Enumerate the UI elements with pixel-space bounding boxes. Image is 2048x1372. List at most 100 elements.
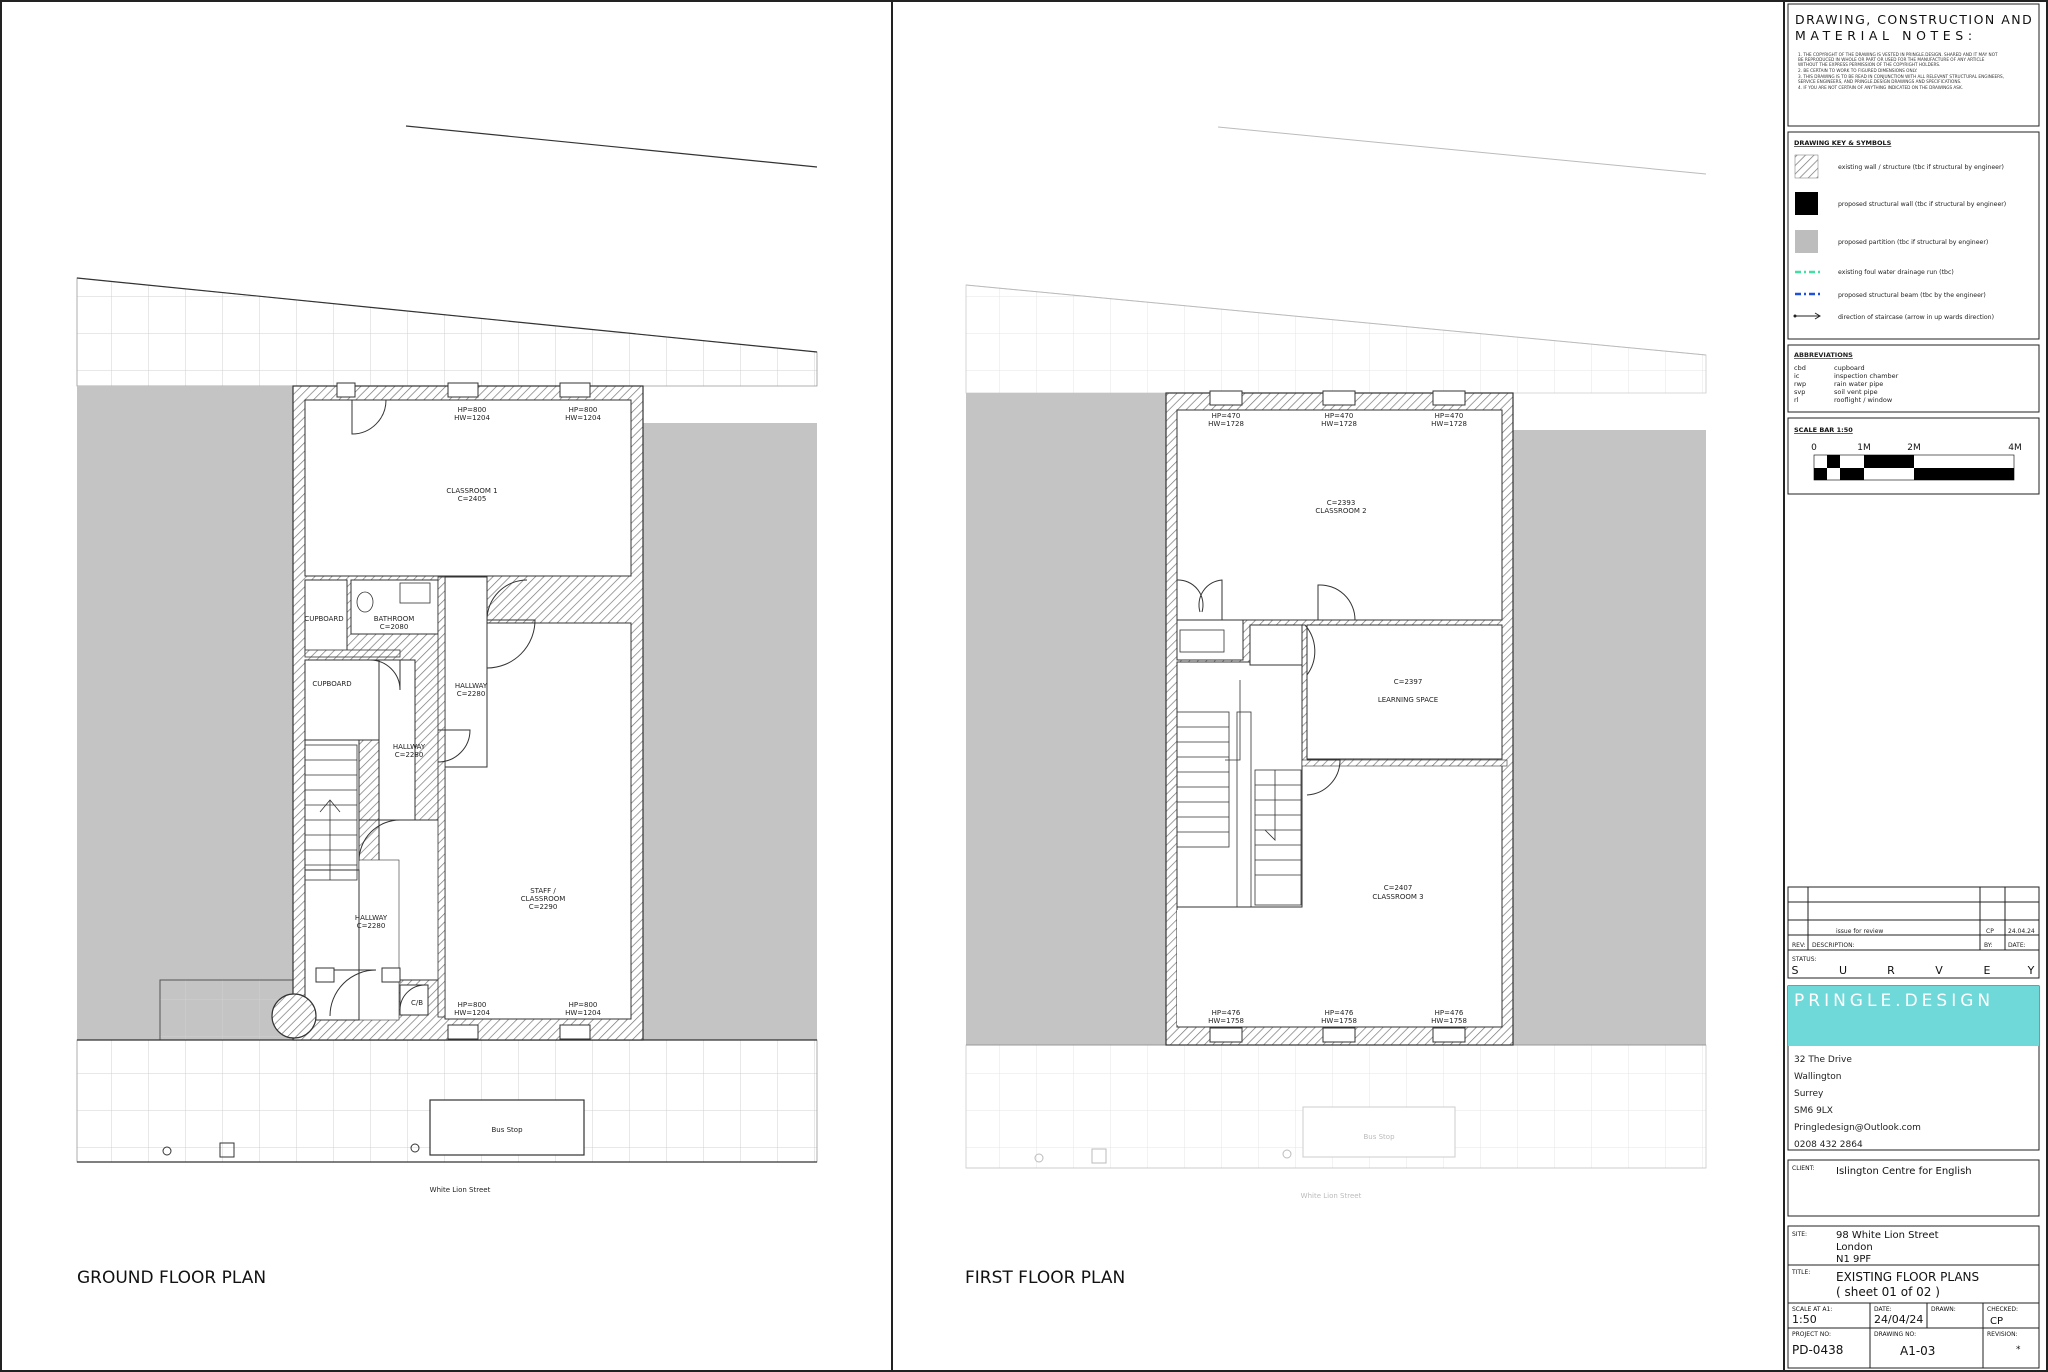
key-label: proposed structural wall (tbc if structu… xyxy=(1838,201,2006,208)
checked-value: CP xyxy=(1990,1316,2003,1327)
abbr-code: svp xyxy=(1794,388,1805,396)
notes-heading: MATERIAL NOTES: xyxy=(1795,28,1977,43)
revision-description: issue for review xyxy=(1836,928,1883,935)
scale-label: SCALE AT A1: xyxy=(1792,1306,1832,1313)
room-ceiling-height: C=2290 xyxy=(529,903,558,911)
drawing-subtitle: ( sheet 01 of 02 ) xyxy=(1836,1285,1940,1299)
status-value: S U R V E Y xyxy=(1792,964,2035,977)
scale-tick-label: 2M xyxy=(1907,443,1921,453)
key-label: proposed structural beam (tbc by the eng… xyxy=(1838,292,1986,299)
note-line: SERVICE ENGINEERS, AND PRINGLE.DESIGN DR… xyxy=(1798,79,1961,84)
room-label-cb: C/B xyxy=(411,999,423,1007)
client-label: CLIENT: xyxy=(1792,1165,1815,1172)
scale-tick-label: 4M xyxy=(2008,443,2022,453)
status-label: STATUS: xyxy=(1792,956,1817,963)
note-line: 3. THIS DRAWING IS TO BE READ IN CONJUNC… xyxy=(1798,74,2004,79)
key-label: existing wall / structure (tbc if struct… xyxy=(1838,164,2004,171)
room-ceiling-height: C=2405 xyxy=(458,495,487,503)
room-label-classroom: CLASSROOM xyxy=(521,895,566,903)
note-line: 4. IF YOU ARE NOT CERTAIN OF ANYTHING IN… xyxy=(1798,85,1963,90)
note-line: WITHOUT THE EXPRESS PERMISSION OF THE CO… xyxy=(1798,62,1940,67)
abbr-code: rl xyxy=(1794,396,1799,404)
drawing-number-label: DRAWING NO: xyxy=(1874,1331,1916,1338)
room-ceiling-height: C=2280 xyxy=(357,922,386,930)
neighbour-building-right xyxy=(1513,430,1706,1045)
scale-value: 1:50 xyxy=(1792,1313,1817,1326)
status-letter: E xyxy=(1984,964,1991,977)
window-label: HP=800 xyxy=(569,406,598,414)
notes-section: DRAWING, CONSTRUCTION AND MATERIAL NOTES… xyxy=(1795,12,2032,90)
status-letter: V xyxy=(1935,964,1943,977)
status-letter: U xyxy=(1839,964,1847,977)
room-ceiling-height: C=2397 xyxy=(1394,678,1423,686)
revision-value: * xyxy=(2016,1345,2021,1355)
drawn-label: DRAWN: xyxy=(1931,1306,1956,1313)
title-block xyxy=(1787,3,2040,1369)
scale-tick-label: 0 xyxy=(1811,443,1817,453)
room-label-classroom-1: CLASSROOM 1 xyxy=(446,487,497,495)
window-label: HW=1728 xyxy=(1208,420,1244,428)
key-swatch-existing-wall xyxy=(1794,154,1819,179)
window-label: HW=1204 xyxy=(454,414,490,422)
window-label: HW=1758 xyxy=(1321,1017,1357,1025)
note-line: 1. THE COPYRIGHT OF THE DRAWING IS VESTE… xyxy=(1798,52,1998,57)
window-label: HP=476 xyxy=(1325,1009,1354,1017)
ground-floor-plan: HP=800 HW=1204 HP=800 HW=1204 HP=800 HW=… xyxy=(76,125,818,1288)
room-label-classroom-2: CLASSROOM 2 xyxy=(1315,507,1366,515)
window-label: HW=1204 xyxy=(565,1009,601,1017)
date-label: DATE: xyxy=(1874,1306,1892,1313)
room-label-bathroom: BATHROOM xyxy=(374,615,415,623)
company-email: Pringledesign@Outlook.com xyxy=(1794,1123,1921,1133)
room-label-classroom-3: CLASSROOM 3 xyxy=(1372,893,1423,901)
company-address-line: Wallington xyxy=(1794,1072,1842,1082)
company-banner xyxy=(1788,986,2039,1046)
room-ceiling-height: C=2280 xyxy=(395,751,424,759)
room-ceiling-height: C=2393 xyxy=(1327,499,1356,507)
window-label: HW=1728 xyxy=(1431,420,1467,428)
scale-tick-label: 1M xyxy=(1857,443,1871,453)
key-swatch-structural-wall xyxy=(1795,192,1818,215)
first-floor-plan: HP=470 HW=1728 HP=470 HW=1728 HP=470 HW=… xyxy=(965,126,1707,1288)
key-label: direction of staircase (arrow in up ward… xyxy=(1838,314,1994,321)
abbr-meaning: rain water pipe xyxy=(1834,380,1883,388)
scale-bar: SCALE BAR 1:50 0 1M 2M 4M xyxy=(1794,426,2022,481)
drawing-key: DRAWING KEY & SYMBOLS existing wall / st… xyxy=(1793,139,2006,321)
client-block: CLIENT: Islington Centre for English xyxy=(1792,1165,1972,1177)
window-label: HW=1204 xyxy=(454,1009,490,1017)
plan-title: FIRST FLOOR PLAN xyxy=(965,1268,1125,1288)
room-label-cupboard: CUPBOARD xyxy=(312,680,351,688)
key-swatch-staircase-arrow xyxy=(1793,312,1821,320)
room-label-staff: STAFF / xyxy=(530,887,556,895)
company-address-line: SM6 9LX xyxy=(1794,1106,1833,1116)
key-label: existing foul water drainage run (tbc) xyxy=(1838,269,1954,276)
abbr-meaning: cupboard xyxy=(1834,364,1865,372)
checked-label: CHECKED: xyxy=(1987,1306,2018,1313)
status-letter: Y xyxy=(2027,964,2035,977)
title-label: TITLE: xyxy=(1791,1269,1810,1276)
window-label: HW=1204 xyxy=(565,414,601,422)
revision-header: DATE: xyxy=(2008,942,2026,949)
status-letter: R xyxy=(1887,964,1895,977)
abbr-code: ic xyxy=(1794,372,1800,380)
abbr-meaning: soil vent pipe xyxy=(1834,388,1878,396)
site-line: London xyxy=(1836,1242,1873,1253)
room-ceiling-height: C=2280 xyxy=(457,690,486,698)
company-name: PRINGLE.DESIGN xyxy=(1794,991,1994,1011)
drawing-number: A1-03 xyxy=(1900,1344,1935,1358)
window-label: HP=476 xyxy=(1435,1009,1464,1017)
company-address-line: Surrey xyxy=(1794,1089,1824,1099)
abbr-code: rwp xyxy=(1794,380,1806,388)
street-label: White Lion Street xyxy=(1301,1192,1362,1200)
window-label: HP=470 xyxy=(1212,412,1241,420)
abbr-meaning: inspection chamber xyxy=(1834,372,1899,380)
window-label: HW=1758 xyxy=(1431,1017,1467,1025)
window-label: HW=1758 xyxy=(1208,1017,1244,1025)
site-line: N1 9PF xyxy=(1836,1254,1871,1265)
company-phone: 0208 432 2864 xyxy=(1794,1140,1863,1150)
room-label-hallway: HALLWAY xyxy=(455,682,488,690)
project-number-label: PROJECT NO: xyxy=(1792,1331,1831,1338)
plan-title: GROUND FLOOR PLAN xyxy=(77,1268,266,1288)
neighbour-building-left xyxy=(77,386,293,1040)
